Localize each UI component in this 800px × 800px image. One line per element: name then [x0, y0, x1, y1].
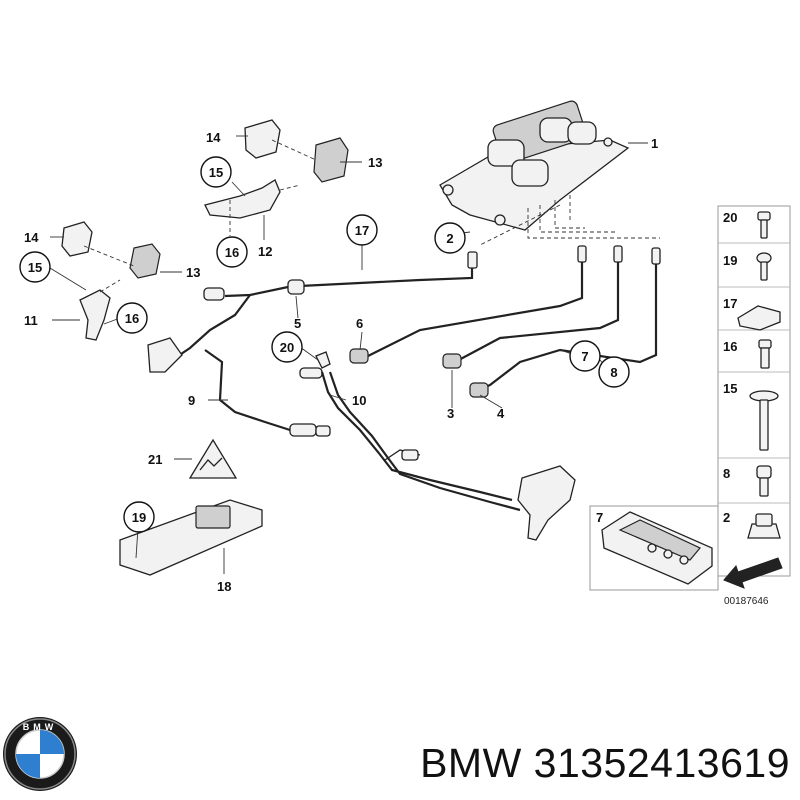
callout-5: 5: [294, 316, 301, 331]
callout-17: 17: [355, 223, 369, 238]
callout-18: 18: [217, 579, 231, 594]
legend-19: 19: [723, 253, 737, 268]
callout-2: 2: [446, 231, 453, 246]
direction-arrow-icon: [723, 557, 783, 589]
callout-20: 20: [280, 340, 294, 355]
legend-17: 17: [723, 296, 737, 311]
callout-8: 8: [610, 365, 617, 380]
callout-14b: 14: [24, 230, 39, 245]
callout-14a: 14: [206, 130, 221, 145]
callout-4: 4: [497, 406, 505, 421]
callout-15a: 15: [209, 165, 223, 180]
callout-16a: 16: [225, 245, 239, 260]
legend-8: 8: [723, 466, 730, 481]
callout-13b: 13: [186, 265, 200, 280]
callout-16b: 16: [125, 311, 139, 326]
legend-15: 15: [723, 381, 737, 396]
valve-block-part: [439, 100, 630, 231]
part-number: 31352413619: [533, 739, 790, 786]
callout-13a: 13: [368, 155, 382, 170]
bmw-logo: BMW: [3, 717, 77, 791]
bmw-logo-text: BMW: [23, 722, 58, 732]
legend-20: 20: [723, 210, 737, 225]
callout-11: 11: [24, 313, 38, 328]
callout-1: 1: [651, 136, 658, 151]
brand-name: BMW: [420, 739, 522, 786]
callout-21: 21: [148, 452, 162, 467]
inset-part-7: 7: [589, 505, 719, 591]
callout-6: 6: [356, 316, 363, 331]
doc-number: 00187646: [724, 596, 769, 607]
legend-2: 2: [723, 510, 730, 525]
callout-12: 12: [258, 244, 272, 259]
inset-label-7: 7: [596, 510, 603, 525]
callout-10: 10: [352, 393, 366, 408]
callout-19: 19: [132, 510, 146, 525]
callout-3: 3: [447, 406, 454, 421]
legend-16: 16: [723, 339, 737, 354]
callout-7: 7: [581, 349, 588, 364]
callout-15b: 15: [28, 260, 42, 275]
part-label: BMW 31352413619: [420, 740, 790, 787]
footer: BMW 31352413619: [90, 733, 790, 793]
fastener-legend: 20 19 17 16 15 8 2: [717, 205, 791, 589]
callout-9: 9: [188, 393, 195, 408]
